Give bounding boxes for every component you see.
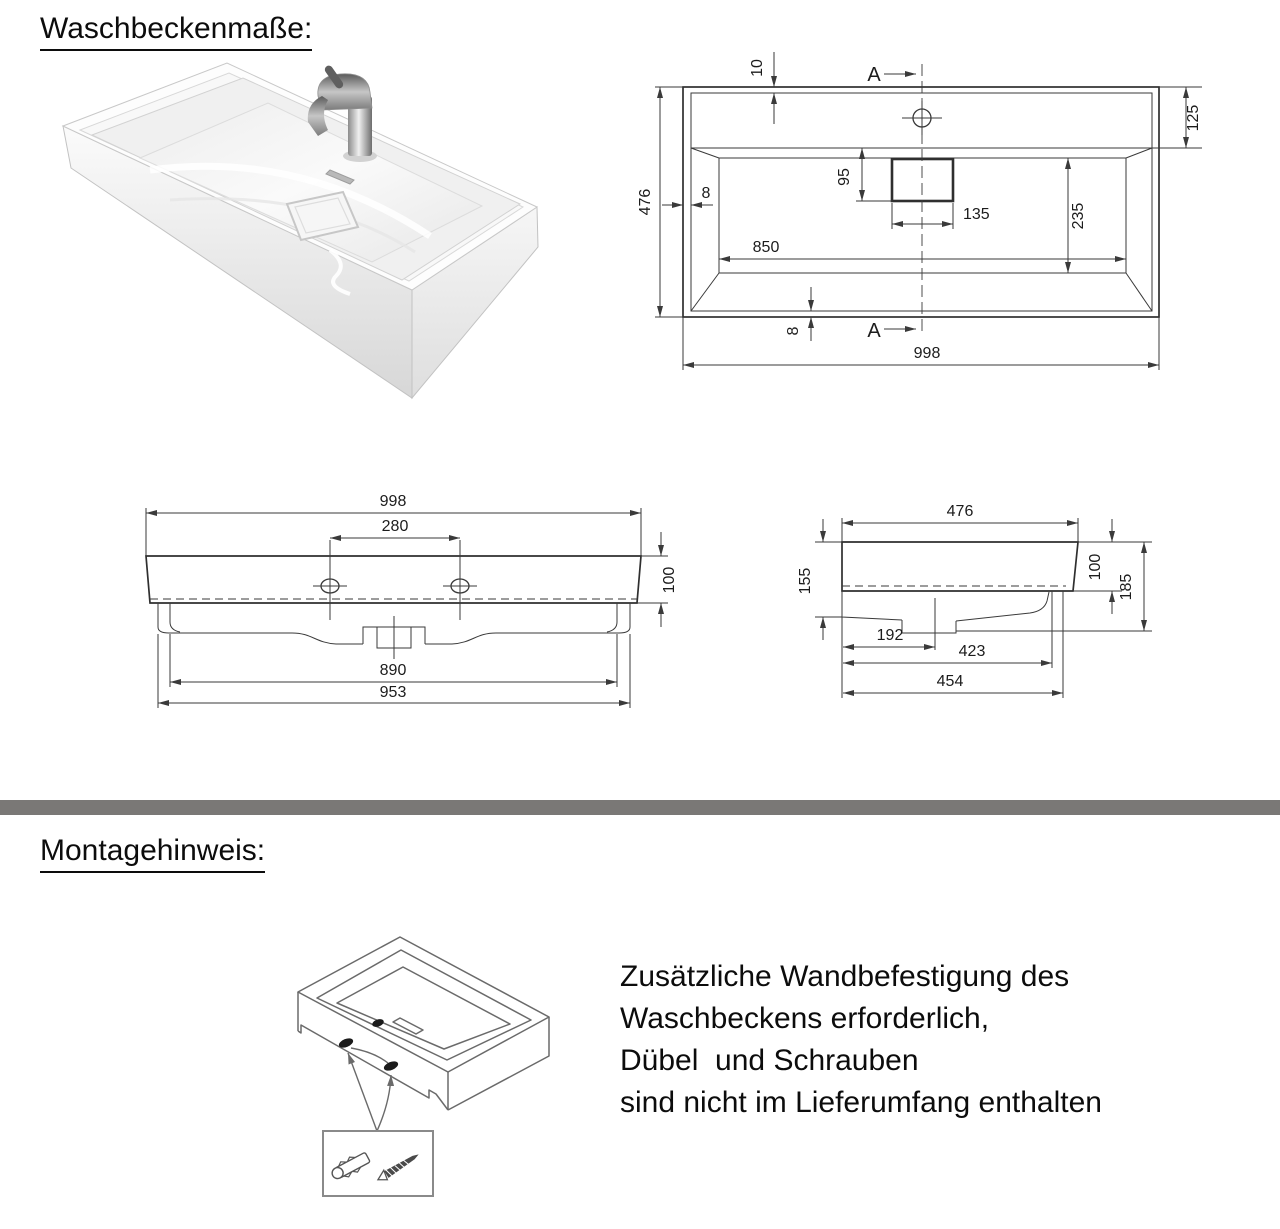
dim-front-width: 998	[380, 493, 407, 510]
note-line-2: Waschbeckens erforderlich,	[620, 1002, 990, 1035]
dim-skirt-width: 953	[380, 684, 407, 701]
dim-wall-bottom: 8	[785, 326, 802, 335]
sketch-mount-hole-left	[338, 1038, 354, 1048]
dim-underside-width: 890	[380, 662, 407, 679]
basin-dimensions-title: Waschbeckenmaße:	[40, 12, 313, 51]
sketch-overflow-hole	[372, 1019, 384, 1027]
dim-hole-spacing: 280	[382, 518, 409, 535]
note-line-4: sind nicht im Lieferumfang enthalten	[620, 1086, 1102, 1119]
sketch-sink-outline	[297, 936, 550, 1111]
dim-drain-width: 135	[963, 206, 990, 223]
dim-rim-right: 125	[1185, 105, 1202, 132]
note-line-1: Zusätzliche Wandbefestigung des	[620, 960, 1070, 993]
dim-drain-to-back: 95	[836, 168, 853, 186]
dim-front-edge-height: 155	[797, 568, 814, 595]
front-view-dimensions: 998 280 100 890 953	[145, 493, 678, 708]
side-view-drawing: 476 155 100 185 192 423	[797, 503, 1152, 698]
dim-underside-depth: 454	[937, 673, 964, 690]
dim-basin-depth: 235	[1070, 203, 1087, 230]
dim-recess-depth: 423	[959, 643, 986, 660]
sketch-hardware-box	[322, 1130, 434, 1197]
dowel-icon	[331, 1152, 371, 1180]
front-view-outline	[145, 540, 642, 659]
render-overflow-slot	[325, 169, 355, 185]
mounting-sketch	[297, 936, 550, 1197]
section-label-bottom: A	[867, 320, 881, 342]
sketch-leaders	[347, 1047, 395, 1132]
screw-icon	[376, 1154, 419, 1181]
mounting-note: Zusätzliche Wandbefestigung des Waschbec…	[620, 956, 1220, 1124]
render-faucet	[307, 65, 377, 162]
section-label-top: A	[867, 64, 881, 86]
section-divider	[0, 800, 1280, 815]
dim-depth-total: 476	[637, 189, 654, 216]
dim-basin-width: 850	[753, 239, 780, 256]
dim-rim-front: 10	[749, 59, 766, 77]
side-view-outline	[841, 541, 1079, 650]
dim-front-height: 100	[661, 567, 678, 594]
top-view-outline	[682, 64, 1160, 333]
mounting-note-title: Montagehinweis:	[40, 834, 266, 873]
top-view-dimensions: 10 A 125 476 8 95 135 235	[637, 52, 1202, 370]
top-view-drawing: 10 A 125 476 8 95 135 235	[637, 52, 1202, 370]
sketch-mount-hole-right	[383, 1061, 399, 1071]
note-line-3: Dübel und Schrauben	[620, 1044, 919, 1077]
dim-wall-left: 8	[702, 185, 711, 202]
dim-back-height: 100	[1087, 554, 1104, 581]
dim-width-total: 998	[914, 345, 941, 362]
dim-height-with-drain: 185	[1118, 574, 1135, 601]
front-view-drawing: 998 280 100 890 953	[145, 493, 678, 708]
sink-3d-render	[61, 62, 539, 400]
dim-drain-offset: 192	[877, 627, 904, 644]
dim-side-depth: 476	[947, 503, 974, 520]
side-view-dimensions: 476 155 100 185 192 423	[797, 503, 1152, 698]
